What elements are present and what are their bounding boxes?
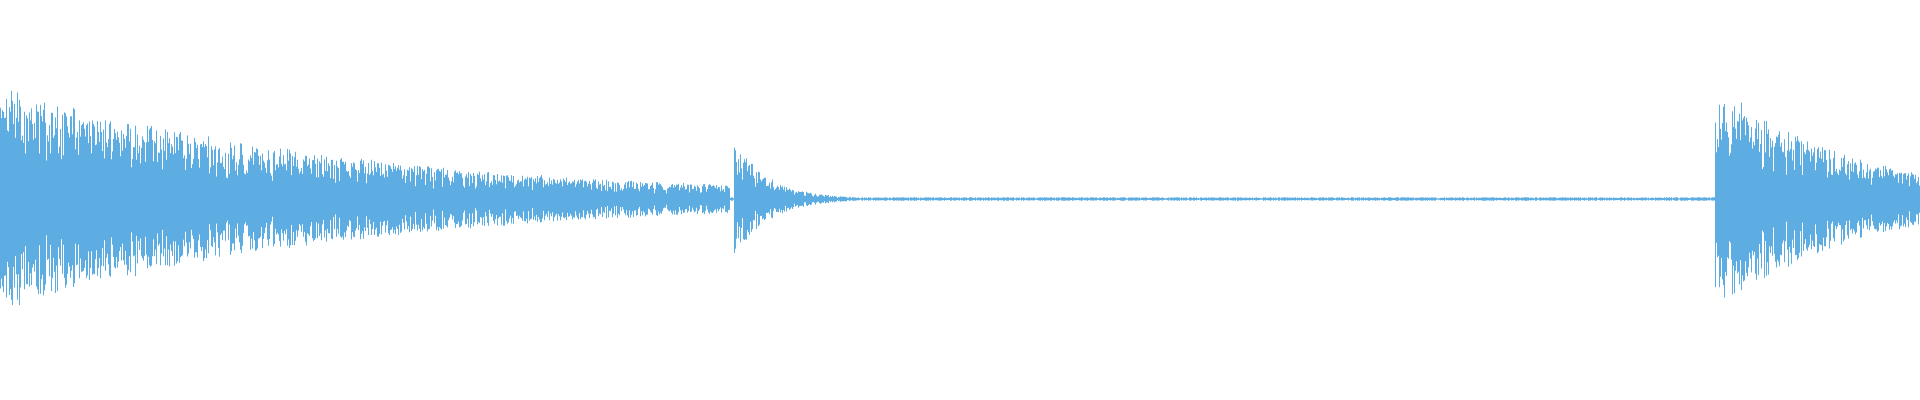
waveform-bars bbox=[0, 90, 1920, 306]
